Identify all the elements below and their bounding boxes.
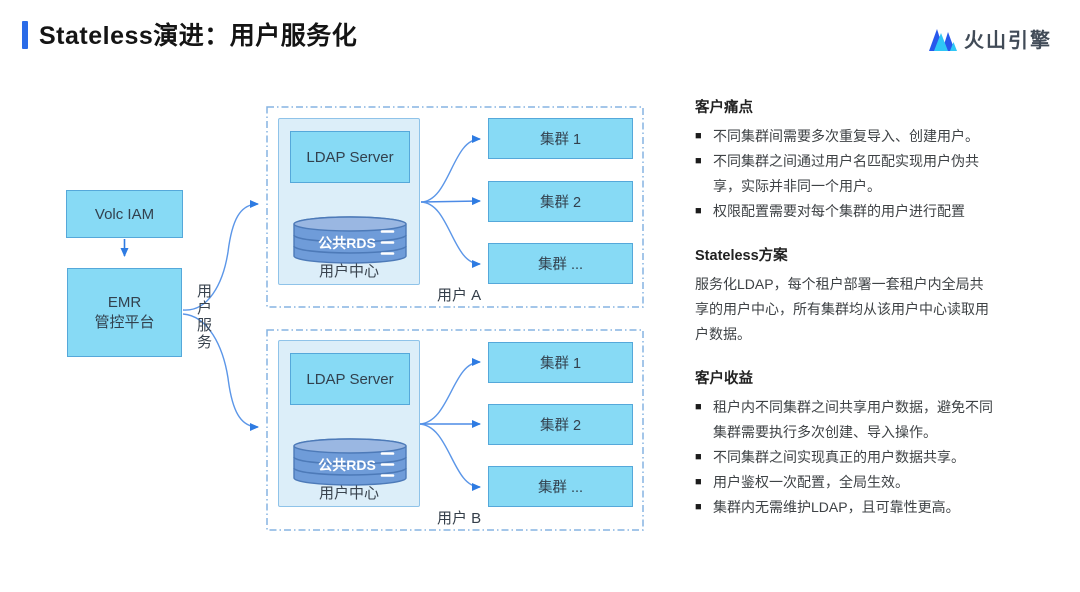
list-item-text: 不同集群间需要多次重复导入、创建用户。 xyxy=(713,128,979,144)
list-item: ■ 不同集群之间实现真正的用户数据共享。 xyxy=(695,445,995,470)
pain-points-section: 客户痛点 ■ 不同集群间需要多次重复导入、创建用户。 ■ 不同集群之间通过用户名… xyxy=(695,97,995,224)
cluster-a3-box: 集群 ... xyxy=(488,243,633,284)
list-item-text: 用户鉴权一次配置，全局生效。 xyxy=(713,474,909,490)
bullet-square-icon: ■ xyxy=(695,451,702,463)
title-accent-bar xyxy=(22,21,28,49)
list-item-text: 不同集群之间通过用户名匹配实现用户伪共享，实际并非同一个用户。 xyxy=(713,153,979,194)
user-center-panel-a: LDAP Server 公共RDS 用户中心 xyxy=(278,118,420,285)
list-item: ■ 租户内不同集群之间共享用户数据，避免不同集群需要执行多次创建、导入操作。 xyxy=(695,395,995,445)
brand-name: 火山引擎 xyxy=(964,30,1052,52)
cluster-b3-box: 集群 ... xyxy=(488,466,633,507)
cluster-b1-label: 集群 1 xyxy=(539,356,582,372)
cluster-b2-label: 集群 2 xyxy=(539,418,582,434)
rds-label-a: 公共RDS xyxy=(318,235,376,251)
list-item: ■ 不同集群之间通过用户名匹配实现用户伪共享，实际并非同一个用户。 xyxy=(695,149,995,199)
usercenter-b-to-cluster1-curve xyxy=(418,358,481,425)
bullet-square-icon: ■ xyxy=(695,401,702,413)
ldap-server-label-b: LDAP Server xyxy=(306,370,394,388)
list-item: ■ 不同集群间需要多次重复导入、创建用户。 xyxy=(695,124,995,149)
brand-logo: 火山引擎 xyxy=(929,24,1052,53)
usercenter-a-to-cluster3-curve xyxy=(420,201,481,268)
volc-iam-label: Volc IAM xyxy=(94,205,155,223)
bullet-square-icon: ■ xyxy=(695,155,702,167)
bullet-square-icon: ■ xyxy=(695,130,702,142)
rds-label-b: 公共RDS xyxy=(318,457,376,473)
tenant-a-label: 用户 A xyxy=(437,287,482,304)
cluster-a2-label: 集群 2 xyxy=(539,195,582,211)
notes-column: 客户痛点 ■ 不同集群间需要多次重复导入、创建用户。 ■ 不同集群之间通过用户名… xyxy=(695,97,995,541)
volcano-mountain-icon xyxy=(929,29,957,51)
list-item: ■ 集群内无需维护LDAP，且可靠性更高。 xyxy=(695,495,995,520)
ldap-server-box-b: LDAP Server xyxy=(290,353,410,405)
list-item: ■ 用户鉴权一次配置，全局生效。 xyxy=(695,470,995,495)
section-heading: 客户痛点 xyxy=(695,100,753,116)
list-item-text: 集群内无需维护LDAP，且可靠性更高。 xyxy=(713,499,960,515)
bullet-square-icon: ■ xyxy=(695,501,702,513)
bullet-square-icon: ■ xyxy=(695,205,702,217)
ldap-server-label-a: LDAP Server xyxy=(306,148,394,166)
user-service-label: 用户服务 xyxy=(195,283,212,351)
emr-console-box: EMR 管控平台 xyxy=(67,268,182,357)
tenant-b-label: 用户 B xyxy=(437,510,482,527)
usercenter-a-to-cluster2-arrow xyxy=(420,197,481,206)
stateless-plan-section: Stateless方案 服务化LDAP，每个租户部署一套租户内全局共享的用户中心… xyxy=(695,245,995,347)
cluster-b2-box: 集群 2 xyxy=(488,404,633,445)
list-item: ■ 权限配置需要对每个集群的用户进行配置 xyxy=(695,199,995,224)
bullet-square-icon: ■ xyxy=(695,476,702,488)
cluster-a1-label: 集群 1 xyxy=(539,132,582,148)
section-heading: 客户收益 xyxy=(695,371,753,387)
emr-label-line1: EMR xyxy=(107,293,142,311)
emr-label-line2: 管控平台 xyxy=(94,313,155,331)
user-center-panel-b: LDAP Server 公共RDS 用户中心 xyxy=(278,340,420,507)
volc-iam-box: Volc IAM xyxy=(66,190,183,238)
page-title: Stateless演进：用户服务化 xyxy=(39,22,358,50)
cluster-a2-box: 集群 2 xyxy=(488,181,633,222)
section-heading: Stateless方案 xyxy=(695,248,788,264)
usercenter-a-to-cluster1-curve xyxy=(420,135,481,203)
list-item-text: 权限配置需要对每个集群的用户进行配置 xyxy=(713,203,965,219)
cluster-a1-box: 集群 1 xyxy=(488,118,633,159)
user-center-label-a: 用户中心 xyxy=(318,263,379,280)
cluster-b1-box: 集群 1 xyxy=(488,342,633,383)
list-item-text: 不同集群之间实现真正的用户数据共享。 xyxy=(713,449,965,465)
cluster-a3-label: 集群 ... xyxy=(537,257,584,273)
database-cylinder-icon-b: 公共RDS xyxy=(293,438,407,486)
ldap-server-box-a: LDAP Server xyxy=(290,131,410,183)
list-item-text: 租户内不同集群之间共享用户数据，避免不同集群需要执行多次创建、导入操作。 xyxy=(713,399,993,440)
user-center-label-b: 用户中心 xyxy=(318,485,379,502)
database-cylinder-icon-a: 公共RDS xyxy=(293,216,407,264)
usercenter-b-to-cluster3-curve xyxy=(418,423,481,491)
plan-paragraph: 服务化LDAP，每个租户部署一套租户内全局共享的用户中心，所有集群均从该用户中心… xyxy=(695,276,989,342)
benefits-section: 客户收益 ■ 租户内不同集群之间共享用户数据，避免不同集群需要执行多次创建、导入… xyxy=(695,368,995,520)
cluster-b3-label: 集群 ... xyxy=(537,480,584,496)
